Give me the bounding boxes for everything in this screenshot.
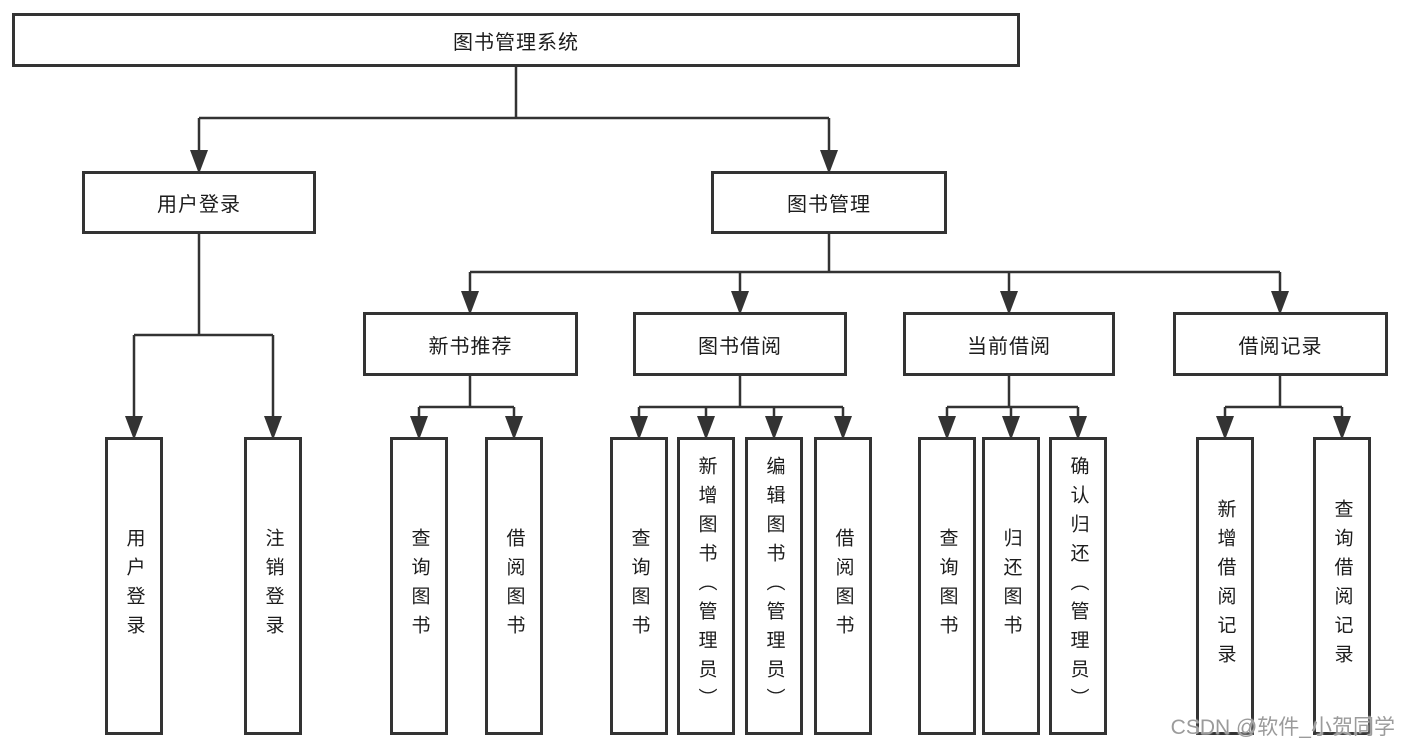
- arrow-down-icon: [190, 150, 208, 174]
- arrow-down-icon: [731, 291, 749, 315]
- node-label: 归还图书: [1000, 528, 1022, 644]
- node-label: 借阅图书: [503, 528, 525, 644]
- leaf-borrow-book: 借阅图书: [814, 437, 872, 735]
- node-label: 图书借阅: [698, 335, 782, 358]
- node-label: 借阅图书: [832, 528, 854, 644]
- node-label: 编辑图书（管理员）: [763, 455, 785, 717]
- arrow-down-icon: [125, 416, 143, 440]
- csdn-watermark: CSDN @软件_小贺同学: [1170, 716, 1395, 739]
- connector-user-login-children: [132, 234, 275, 416]
- leaf-query-books-borrow: 查询图书: [610, 437, 668, 735]
- node-label: 查询图书: [408, 528, 430, 644]
- leaf-borrow-books-recommend: 借阅图书: [485, 437, 543, 735]
- arrow-down-icon: [1002, 416, 1020, 440]
- leaf-add-borrow-record: 新增借阅记录: [1196, 437, 1254, 735]
- arrow-down-icon: [410, 416, 428, 440]
- leaf-query-borrow-record: 查询借阅记录: [1313, 437, 1371, 735]
- node-label: 注销登录: [262, 528, 284, 644]
- connector-borrow-records-children: [1223, 376, 1344, 416]
- node-label: 借阅记录: [1238, 335, 1323, 358]
- arrow-down-icon: [834, 416, 852, 440]
- arrow-down-icon: [1000, 291, 1018, 315]
- leaf-add-book-admin: 新增图书（管理员）: [677, 437, 735, 735]
- node-label: 用户登录: [157, 194, 241, 216]
- connector-new-book-children: [417, 376, 516, 416]
- arrow-down-icon: [1333, 416, 1351, 440]
- node-user-login: 用户登录: [82, 171, 316, 234]
- arrow-down-icon: [630, 416, 648, 440]
- node-label: 用户登录: [123, 528, 145, 644]
- arrow-down-icon: [1271, 291, 1289, 315]
- node-label: 新增图书（管理员）: [695, 455, 717, 717]
- arrow-down-icon: [1069, 416, 1087, 440]
- arrow-down-icon: [461, 291, 479, 315]
- node-label: 图书管理: [787, 194, 871, 216]
- leaf-confirm-return-admin: 确认归还（管理员）: [1049, 437, 1107, 735]
- node-label: 确认归还（管理员）: [1067, 455, 1089, 717]
- node-label: 查询图书: [936, 528, 958, 644]
- leaf-query-books-recommend: 查询图书: [390, 437, 448, 735]
- arrow-down-icon: [820, 150, 838, 174]
- node-book-borrow: 图书借阅: [633, 312, 847, 376]
- arrow-down-icon: [1216, 416, 1234, 440]
- node-label: 当前借阅: [967, 335, 1051, 358]
- connector-current-borrow-children: [945, 376, 1080, 416]
- arrowheads: [125, 150, 1351, 440]
- leaf-logout: 注销登录: [244, 437, 302, 735]
- connector-root-to-level2: [197, 67, 831, 150]
- node-borrow-records: 借阅记录: [1173, 312, 1388, 376]
- leaf-edit-book-admin: 编辑图书（管理员）: [745, 437, 803, 735]
- connector-book-borrow-children: [637, 376, 845, 416]
- node-root-system: 图书管理系统: [12, 13, 1020, 67]
- arrow-down-icon: [697, 416, 715, 440]
- node-label: 新书推荐: [428, 335, 513, 358]
- leaf-return-book: 归还图书: [982, 437, 1040, 735]
- node-label: 图书管理系统: [453, 31, 579, 54]
- connector-book-mgmt-to-level3: [468, 234, 1282, 291]
- arrow-down-icon: [505, 416, 523, 440]
- node-book-management: 图书管理: [711, 171, 947, 234]
- node-new-book-recommend: 新书推荐: [363, 312, 578, 376]
- leaf-user-login: 用户登录: [105, 437, 163, 735]
- node-label: 新增借阅记录: [1214, 499, 1236, 673]
- node-label: 查询图书: [628, 528, 650, 644]
- node-current-borrow: 当前借阅: [903, 312, 1115, 376]
- arrow-down-icon: [938, 416, 956, 440]
- arrow-down-icon: [765, 416, 783, 440]
- leaf-query-books-current: 查询图书: [918, 437, 976, 735]
- arrow-down-icon: [264, 416, 282, 440]
- node-label: 查询借阅记录: [1331, 499, 1353, 673]
